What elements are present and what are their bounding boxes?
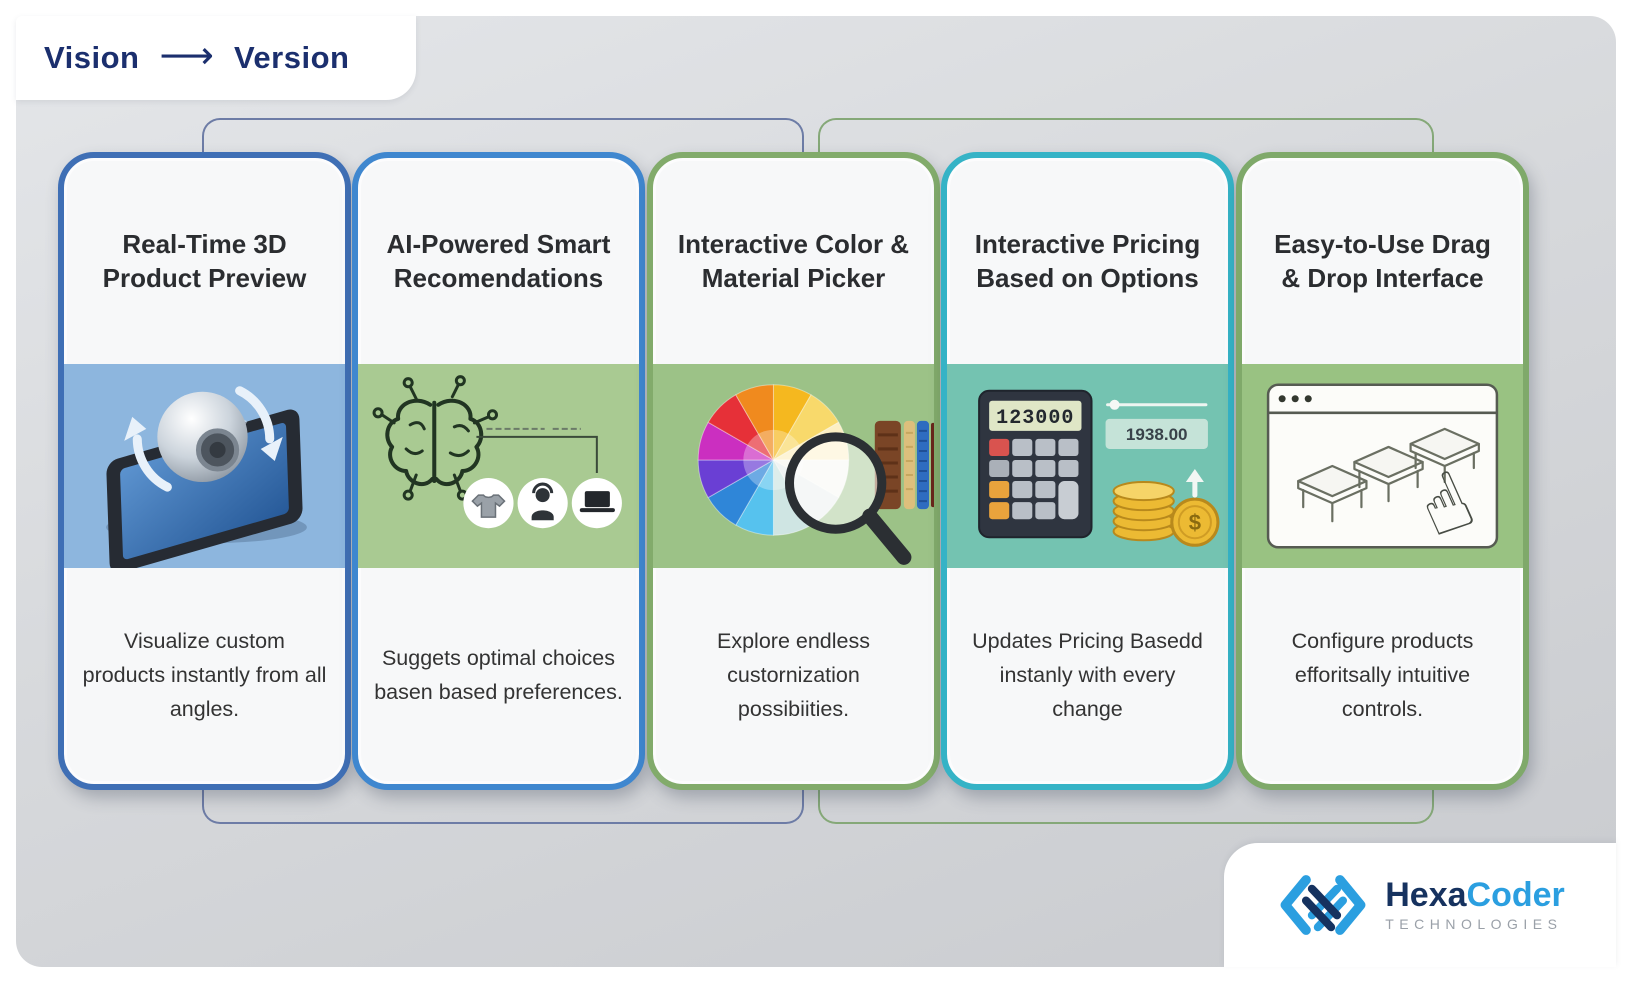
card-description: Configure products efforitsally intuitiv… — [1291, 629, 1474, 721]
connector-bracket-bottom-right — [818, 778, 1434, 824]
hexacoder-logo-icon — [1280, 875, 1366, 935]
dollar-coin: $ — [1170, 497, 1220, 547]
color-material-picker-icon — [697, 384, 934, 565]
card-description: Visualize custom products instantly from… — [82, 629, 327, 721]
drag-drop-interface-icon: ☝ — [1266, 383, 1499, 557]
feature-card-color-picker: Interactive Color & Material Picker — [647, 152, 940, 790]
tablet-3d-preview-icon — [106, 386, 307, 568]
logo-brand-primary: Hexa — [1385, 875, 1467, 914]
brand-vision-label: Vision — [44, 40, 140, 75]
logo-text-block: HexaCoder TECHNOLOGIES — [1385, 875, 1565, 933]
logo-tagline: TECHNOLOGIES — [1385, 916, 1563, 933]
brand-tab: Vision ⟶ Version — [16, 16, 416, 100]
feature-card-3d-preview: Real-Time 3D Product Preview — [58, 152, 351, 790]
card-title: Easy-to-Use Drag & Drop Interface — [1274, 228, 1491, 293]
laptop-icon — [579, 491, 615, 513]
wireframe-tables — [1297, 427, 1480, 523]
feature-card-pricing: Interactive Pricing Based on Options 123… — [941, 152, 1234, 790]
coin-stack — [1112, 481, 1175, 542]
wearable-badge — [517, 478, 568, 529]
calculator-buttons — [989, 438, 1079, 520]
price-display-value: 1938.00 — [1126, 425, 1188, 444]
card-icon-band — [653, 364, 934, 568]
pricing-calculator-icon: 123000 — [978, 389, 1220, 547]
card-title: Real-Time 3D Product Preview — [102, 228, 307, 293]
tshirt-icon — [471, 494, 506, 518]
card-description: Explore endless custornization possibiit… — [717, 629, 870, 721]
connector-bracket-top-left — [202, 118, 804, 158]
rotation-arrow-top — [235, 386, 275, 444]
card-description: Updates Pricing Basedd instanly with eve… — [972, 629, 1203, 721]
feature-card-ai-recommendations: AI-Powered Smart Recomendations — [352, 152, 645, 790]
ai-brain-recommendations-icon — [372, 375, 622, 529]
price-display-panel — [1105, 418, 1208, 449]
brain-icon — [372, 375, 498, 501]
tablet — [106, 409, 303, 568]
card-description: Suggets optimal choices basen based pref… — [374, 646, 623, 704]
brand-version-label: Version — [233, 40, 350, 75]
dollar-symbol: $ — [1189, 510, 1201, 535]
left-chevron-icon — [1280, 875, 1312, 935]
card-title: Interactive Color & Material Picker — [677, 228, 910, 293]
connector-bracket-top-right — [818, 118, 1434, 158]
card-title: AI-Powered Smart Recomendations — [386, 228, 611, 293]
wearable-icon — [531, 482, 554, 521]
long-arrow-icon: ⟶ — [159, 33, 214, 77]
rotation-arrow-bottom — [132, 434, 172, 492]
logo-brand-secondary: Coder — [1466, 875, 1565, 914]
calculator: 123000 — [978, 389, 1093, 539]
card-icon-band — [358, 364, 639, 568]
feature-card-drag-drop: Easy-to-Use Drag & Drop Interface — [1236, 152, 1529, 790]
right-chevron-icon — [1335, 875, 1366, 935]
weave-pattern — [1302, 884, 1348, 932]
footer-logo-tab: HexaCoder TECHNOLOGIES — [1224, 843, 1616, 967]
card-icon-band: 123000 — [947, 364, 1228, 568]
card-title: Interactive Pricing Based on Options — [974, 228, 1201, 293]
card-icon-band: ☝ — [1242, 364, 1523, 568]
card-icon-band — [64, 364, 345, 568]
logo-brand-name: HexaCoder — [1385, 875, 1565, 914]
magnifier-icon — [784, 432, 912, 565]
calculator-display-value: 123000 — [996, 407, 1074, 430]
up-arrow-icon — [1185, 469, 1204, 498]
connector-line — [476, 435, 598, 474]
connector-bracket-bottom-left — [202, 778, 804, 824]
price-slider — [1106, 399, 1208, 410]
